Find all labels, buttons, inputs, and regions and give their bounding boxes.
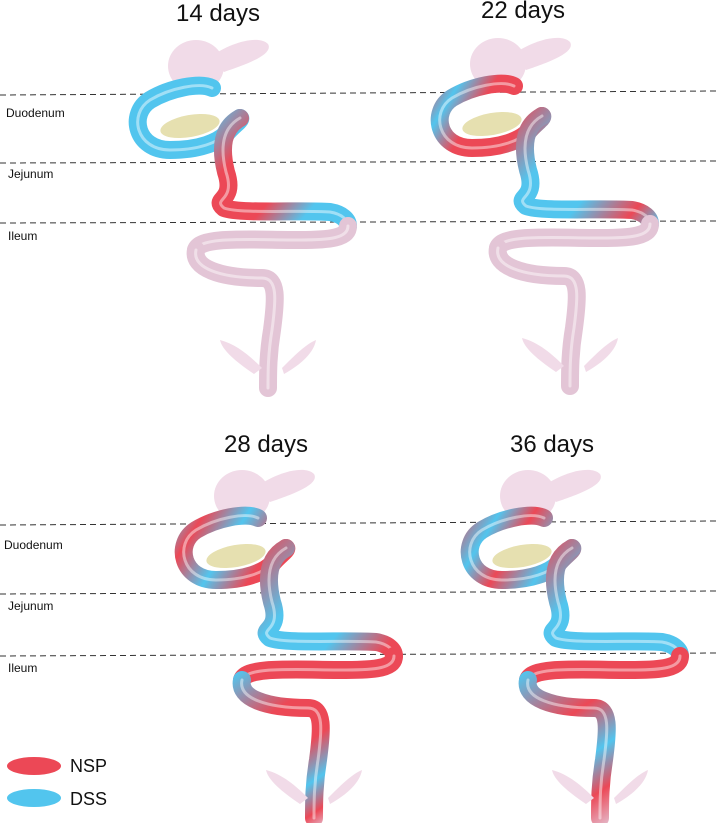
panel-title: 22 days xyxy=(481,0,565,24)
divider-top-duodenum xyxy=(0,90,716,96)
intestine-illustration xyxy=(430,37,659,395)
divider-top-ileum xyxy=(0,220,716,224)
tube-highlight xyxy=(219,116,350,228)
intestine-segment-lower-ileum xyxy=(186,241,284,397)
divider-bottom-jejunum xyxy=(0,590,716,595)
tube-highlight xyxy=(240,678,323,820)
bile-duct-shape xyxy=(514,37,571,70)
panel-22-days: 22 days xyxy=(430,0,659,395)
panel-14-days: 14 days Duodenum Jejunum Ileum xyxy=(6,0,357,397)
legend-item-dss: DSS xyxy=(7,789,107,809)
intestine-segment-lower-ileum xyxy=(518,671,616,823)
panel-36-days: 36 days xyxy=(460,431,689,823)
intestine-segment-jejunum xyxy=(513,107,659,233)
pancreas-shape xyxy=(462,111,522,137)
panel-28-days: 28 days Duodenum Jejunum Ileum xyxy=(4,431,403,823)
tube-highlight xyxy=(526,654,682,682)
tube-highlight xyxy=(265,546,396,658)
pancreas-shape xyxy=(492,543,552,569)
intestine-segment-upper-ileum xyxy=(489,215,659,257)
legend-item-nsp: NSP xyxy=(7,756,107,776)
intestine-segment-jejunum xyxy=(543,539,689,665)
panel-title: 14 days xyxy=(176,0,260,27)
intestine-illustration xyxy=(128,39,357,397)
label-jejunum: Jejunum xyxy=(8,599,53,613)
legend-swatch-dss xyxy=(7,789,61,807)
label-jejunum: Jejunum xyxy=(8,167,53,181)
left-fin-shape xyxy=(522,338,564,372)
divider-bottom-ileum xyxy=(0,652,716,657)
label-duodenum: Duodenum xyxy=(6,106,65,120)
intestine-segment-lower-ileum xyxy=(232,671,330,823)
label-duodenum: Duodenum xyxy=(4,538,63,552)
bile-duct-shape xyxy=(212,39,269,72)
intestine-segment-upper-ileum xyxy=(233,647,403,689)
right-fin-shape xyxy=(584,338,618,372)
tube-highlight xyxy=(551,546,682,658)
right-fin-shape xyxy=(614,770,648,804)
intestine-illustration xyxy=(174,469,403,823)
tube-highlight xyxy=(194,248,277,390)
bile-duct-shape xyxy=(258,469,315,502)
tube-highlight xyxy=(194,224,350,252)
legend: NSP DSS xyxy=(7,756,107,809)
label-ileum: Ileum xyxy=(8,661,37,675)
panel-title: 36 days xyxy=(510,431,594,458)
left-fin-shape xyxy=(266,770,308,804)
legend-label-nsp: NSP xyxy=(70,756,107,776)
divider-top-jejunum xyxy=(0,160,716,164)
intestine-segment-upper-ileum xyxy=(519,647,689,689)
bile-duct-shape xyxy=(544,469,601,502)
left-fin-shape xyxy=(552,770,594,804)
divider-bottom-duodenum xyxy=(0,520,716,526)
intestine-segment-lower-ileum xyxy=(488,239,586,395)
intestine-segment-jejunum xyxy=(257,539,403,665)
intestine-illustration xyxy=(460,469,689,823)
label-ileum: Ileum xyxy=(8,229,37,243)
legend-swatch-nsp xyxy=(7,757,61,775)
tube-highlight xyxy=(496,222,652,250)
tube-highlight xyxy=(496,246,579,388)
left-fin-shape xyxy=(220,340,262,374)
intestine-segment-jejunum xyxy=(211,109,357,235)
right-fin-shape xyxy=(328,770,362,804)
panel-title: 28 days xyxy=(224,431,308,458)
tube-highlight xyxy=(526,678,609,820)
tube-highlight xyxy=(521,114,652,226)
tube-highlight xyxy=(240,654,396,682)
right-fin-shape xyxy=(282,340,316,374)
pancreas-shape xyxy=(160,113,220,139)
intestine-segment-upper-ileum xyxy=(187,217,357,259)
segment-dividers xyxy=(0,90,716,657)
pancreas-shape xyxy=(206,543,266,569)
legend-label-dss: DSS xyxy=(70,789,107,809)
